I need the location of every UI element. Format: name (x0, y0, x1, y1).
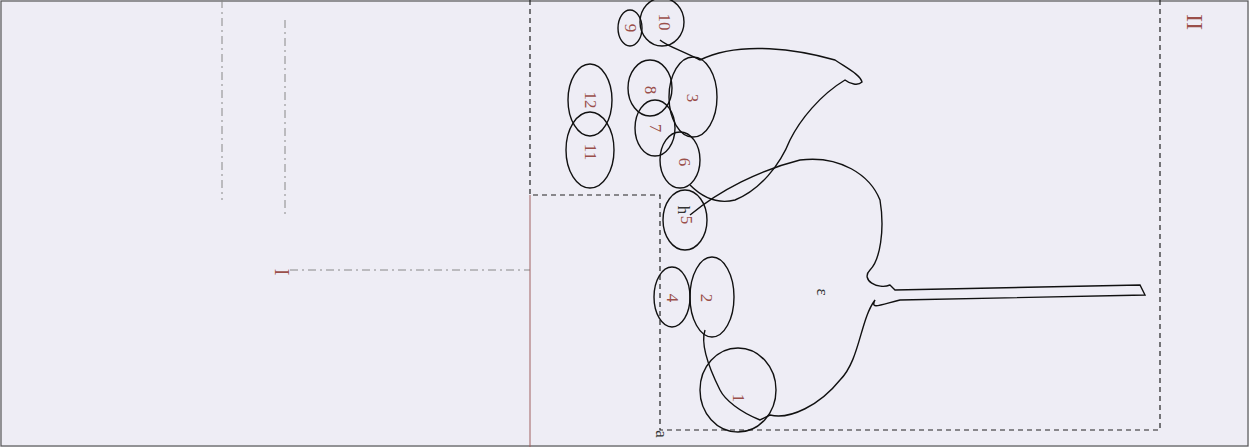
callout-number: 1 (730, 394, 747, 403)
callout-number: 11 (582, 144, 599, 160)
callout-number: 2 (698, 294, 715, 303)
callout-number: 8 (642, 86, 659, 95)
callout-number: 4 (664, 294, 681, 303)
reference-letter: a (653, 430, 670, 438)
callout-number: 6 (676, 158, 693, 167)
reference-letter: II (1183, 14, 1207, 30)
reference-letter: h (675, 206, 692, 215)
reference-letter: ε (814, 288, 831, 295)
callout-number: 10 (656, 14, 673, 31)
callout-number: 5 (678, 216, 695, 225)
callout-number: 7 (647, 124, 664, 133)
callout-number: 3 (684, 94, 701, 103)
callout-number: 9 (622, 24, 639, 33)
reference-letter: I (272, 269, 292, 276)
callout-number: 12 (582, 92, 599, 109)
